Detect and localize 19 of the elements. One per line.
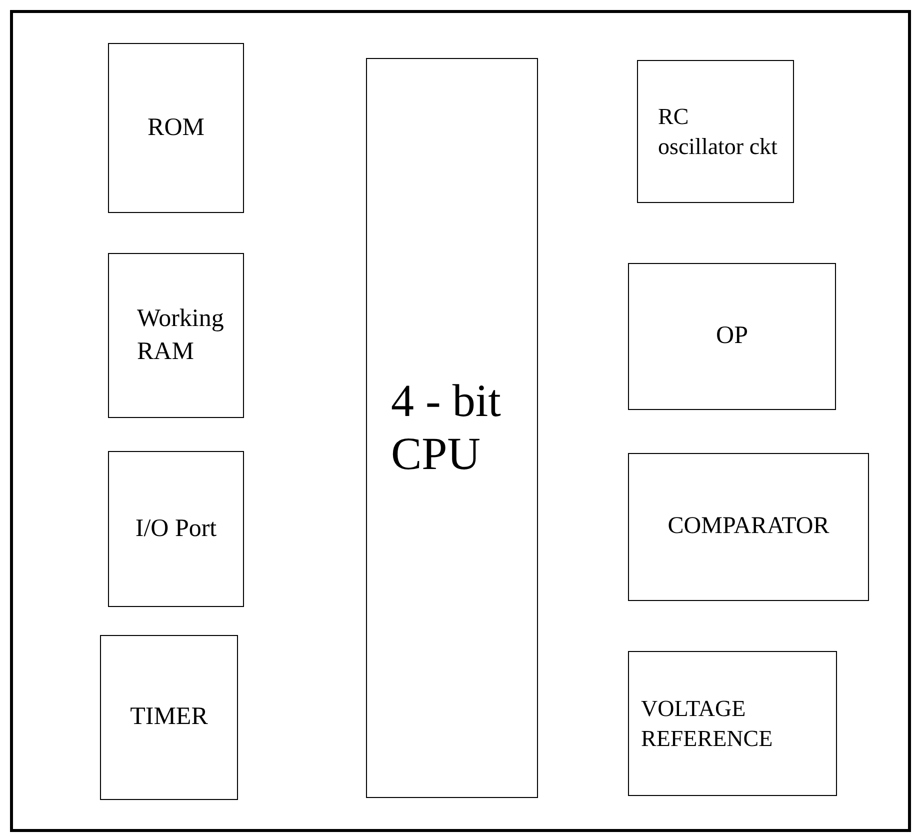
block-label: ROM <box>148 112 204 143</box>
block-box <box>108 43 244 213</box>
block-box <box>108 253 244 418</box>
block-box <box>366 58 538 798</box>
block-label: VOLTAGE REFERENCE <box>641 694 774 752</box>
block-box <box>100 635 238 800</box>
block-label: COMPARATOR <box>668 512 830 542</box>
block-box <box>628 453 869 601</box>
block-label: TIMER <box>130 702 208 732</box>
block-box <box>108 451 244 607</box>
block-label: 4 - bit CPU <box>391 375 502 481</box>
block-label: RC oscillator ckt <box>658 102 778 160</box>
chip-outline <box>10 10 911 832</box>
block-label: I/O Port <box>135 514 217 544</box>
block-box <box>628 651 837 796</box>
block-box <box>637 60 794 203</box>
block-box <box>628 263 836 410</box>
block-label: OP <box>716 321 748 352</box>
block-label: Working RAM <box>137 304 225 366</box>
